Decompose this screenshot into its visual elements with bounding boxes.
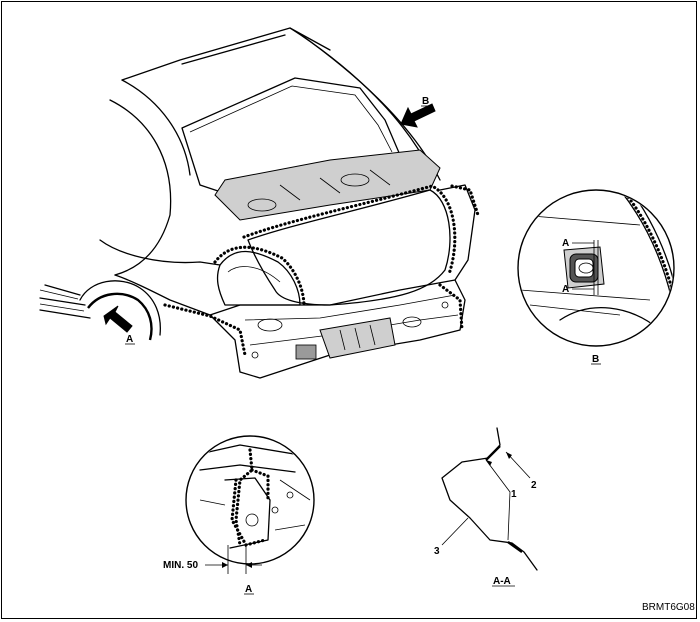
vehicle-rear-body [39, 27, 480, 379]
view-b-arrow-label: B [422, 96, 429, 107]
callout-1: 1 [511, 489, 517, 500]
view-a-arrow-label: A [126, 334, 133, 345]
detail-a-view: MIN. 50 A [163, 435, 315, 595]
callout-3: 3 [434, 546, 440, 557]
drawing-code: BRMT6G08 [642, 602, 695, 613]
detail-a-title: A [245, 584, 252, 595]
detail-b-section-bottom: A [562, 284, 569, 295]
callout-2: 2 [531, 480, 537, 491]
detail-b-title: B [592, 354, 599, 365]
view-a-arrow: A [103, 305, 135, 345]
detail-b-section-top: A [562, 238, 569, 249]
section-a-a-title: A-A [493, 576, 511, 587]
detail-b-view: A A B [517, 189, 675, 365]
view-b-arrow: B [400, 96, 436, 128]
min-dimension-label: MIN. 50 [163, 560, 198, 571]
section-a-a: 1 2 3 A-A [434, 427, 538, 587]
